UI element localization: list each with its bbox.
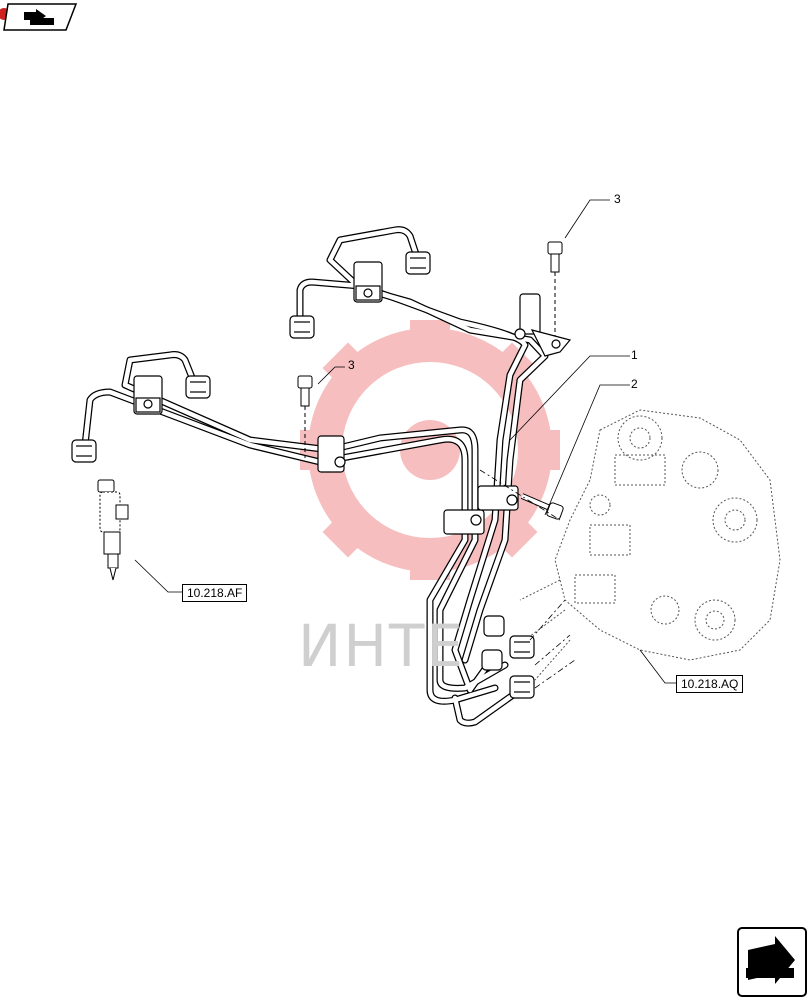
nut-fitting-7 <box>483 615 505 637</box>
callout-item-2: 2 <box>631 377 638 391</box>
callout-item-3-left: 3 <box>348 358 355 372</box>
next-page-icon[interactable] <box>737 927 807 997</box>
nut-fitting-5 <box>509 635 535 659</box>
clamp-right-top <box>514 293 572 357</box>
clamp-left <box>133 375 163 415</box>
fuel-injection-pipes <box>81 226 549 727</box>
bolts <box>297 241 564 520</box>
pipe-nut-fittings <box>71 251 535 699</box>
bolt-item-3-top <box>547 241 563 273</box>
nut-fitting-8 <box>481 649 503 671</box>
nut-fitting-4 <box>405 251 431 275</box>
bolt-item-3-left <box>297 375 313 407</box>
bolt-item-2 <box>520 493 564 520</box>
injector-reference-link[interactable]: 10.218.AF <box>182 584 248 602</box>
callout-item-1: 1 <box>631 348 638 362</box>
watermark-text: ИНТЕ <box>298 612 466 680</box>
callout-item-3-top: 3 <box>614 192 621 206</box>
nut-fitting-6 <box>509 675 535 699</box>
back-page-icon[interactable] <box>0 3 78 31</box>
nut-fitting-2 <box>185 375 211 399</box>
pipe-clamps <box>133 261 572 535</box>
nut-fitting-1 <box>71 439 97 463</box>
clamp-top <box>353 261 383 303</box>
injector-nozzle <box>97 479 129 581</box>
pump-reference-link[interactable]: 10.218.AQ <box>676 675 744 693</box>
clamp-lower <box>443 485 519 535</box>
alignment-lines <box>479 469 576 689</box>
leader-lines <box>134 199 676 684</box>
clamp-middle <box>317 435 346 473</box>
nut-fitting-3 <box>289 315 315 339</box>
injection-pump <box>519 409 781 681</box>
